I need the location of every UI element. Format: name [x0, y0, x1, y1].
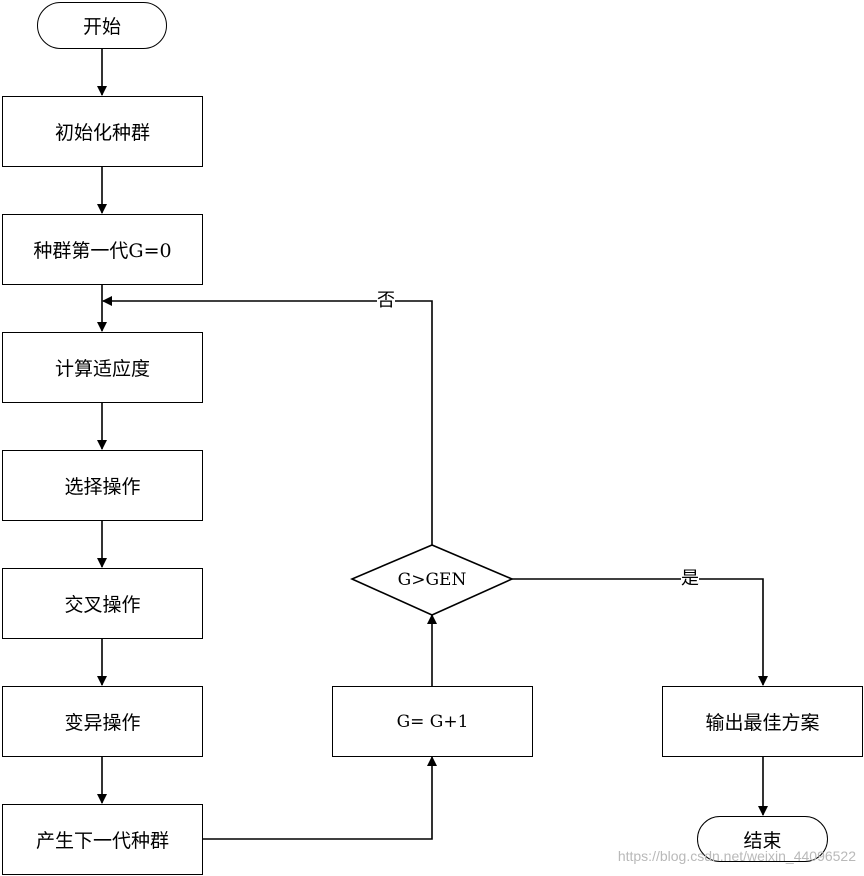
mutation-node: 变异操作 — [2, 686, 203, 757]
decision-diamond — [350, 544, 514, 616]
next-generation-node: 产生下一代种群 — [2, 804, 203, 875]
increment-node: G= G+1 — [332, 686, 533, 757]
first-generation-node: 种群第一代G=0 — [2, 214, 203, 285]
compute-fitness-label: 计算适应度 — [54, 358, 150, 380]
end-label: 结束 — [743, 829, 782, 852]
start-node: 开始 — [37, 2, 167, 49]
edge-decision-no-loop — [102, 296, 433, 545]
init-population-label: 初始化种群 — [54, 122, 150, 144]
end-node: 结束 — [697, 816, 828, 862]
start-label: 开始 — [82, 16, 121, 38]
next-generation-label: 产生下一代种群 — [35, 830, 169, 852]
no-branch-label: 否 — [377, 290, 395, 311]
crossover-node: 交叉操作 — [2, 568, 203, 639]
yes-branch-label: 是 — [681, 568, 699, 589]
increment-label: G= G+1 — [396, 711, 469, 732]
mutation-label: 变异操作 — [64, 712, 141, 734]
selection-label: 选择操作 — [64, 476, 141, 498]
output-best-label: 输出最佳方案 — [705, 712, 820, 734]
first-generation-label: 种群第一代G=0 — [33, 240, 172, 262]
watermark-text: https://blog.csdn.net/weixin_44096522 — [617, 848, 856, 864]
output-best-node: 输出最佳方案 — [662, 686, 863, 757]
crossover-label: 交叉操作 — [64, 594, 141, 616]
selection-node: 选择操作 — [2, 450, 203, 521]
init-population-node: 初始化种群 — [2, 96, 203, 167]
edge-next-gen-to-increment — [203, 756, 437, 840]
edge-decision-yes — [512, 578, 768, 686]
compute-fitness-node: 计算适应度 — [2, 332, 203, 403]
decision-label: G>GEN — [398, 570, 467, 590]
